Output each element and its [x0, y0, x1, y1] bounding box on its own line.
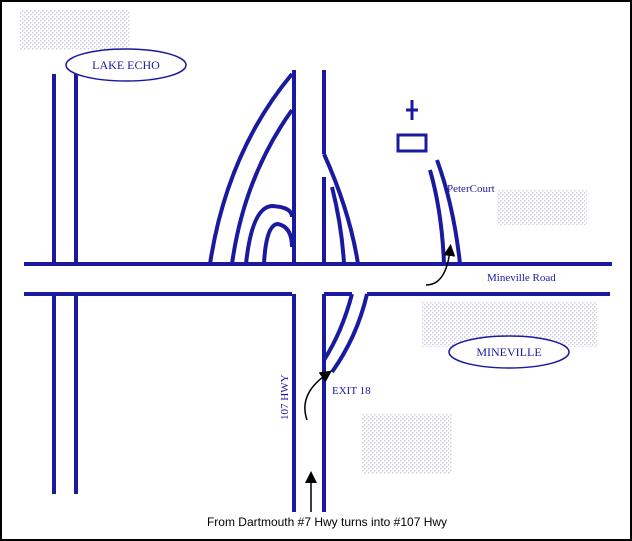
road-network	[24, 70, 612, 512]
arrow-icon	[304, 370, 332, 421]
exit-18-label: EXIT 18	[332, 385, 371, 397]
ramp-west-outer	[208, 72, 294, 265]
directions-caption: From Dartmouth #7 Hwy turns into #107 Hw…	[207, 515, 447, 529]
lake-echo-label: LAKE ECHO	[92, 58, 160, 72]
mineville-oval	[448, 335, 570, 369]
peter-court-label: PeterCourt	[447, 183, 495, 195]
cloverleaf-loop-inner	[262, 221, 294, 265]
lake-echo-oval	[65, 48, 187, 82]
exit-18-ramp-outer	[330, 293, 369, 374]
background-texture	[20, 10, 597, 474]
peter-court-west-edge	[428, 169, 446, 265]
exit-18-ramp-inner	[322, 293, 354, 362]
ramp-east-north-inner	[330, 186, 346, 265]
arrow-icon	[425, 244, 456, 286]
church-icon	[396, 100, 428, 153]
mineville-road-label: Mineville Road	[487, 272, 556, 284]
hwy-107-label: 107 HWY	[279, 374, 291, 420]
peter-court-east-edge	[435, 159, 462, 265]
mineville-label: MINEVILLE	[476, 345, 541, 359]
direction-arrows	[304, 244, 456, 512]
cloverleaf-loop-outer	[244, 203, 294, 265]
ramp-west-inner	[230, 108, 294, 265]
ramp-east-north	[322, 153, 360, 265]
